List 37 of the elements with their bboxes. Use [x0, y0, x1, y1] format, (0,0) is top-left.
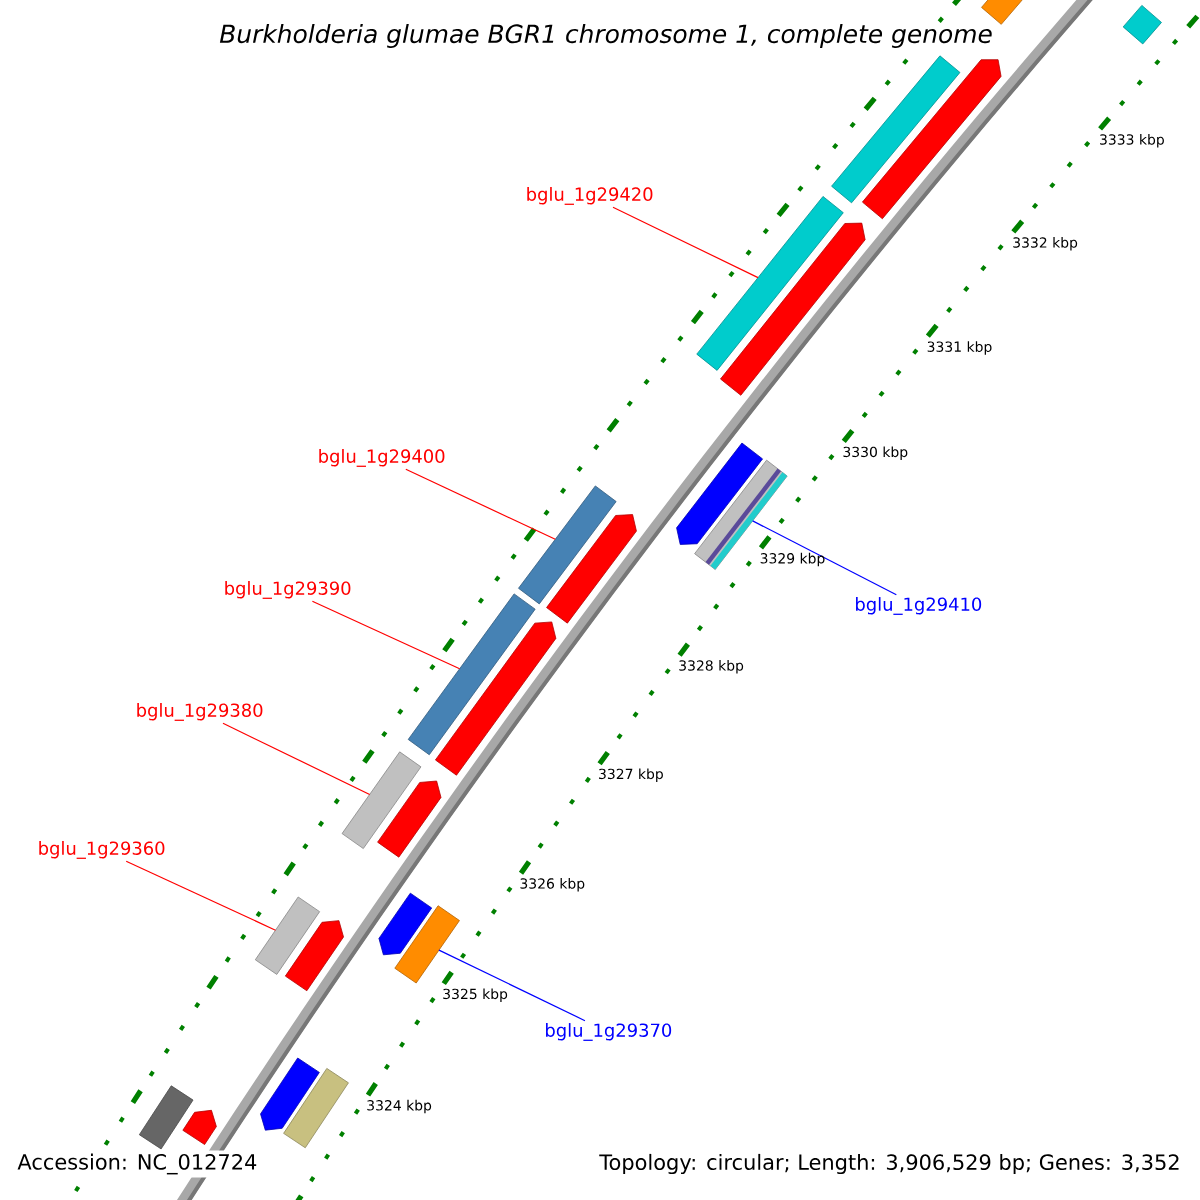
gene-feature — [377, 780, 442, 858]
gene-feature — [676, 442, 763, 545]
gene-label: bglu_1g29390 — [225, 581, 351, 599]
gene-bar — [394, 905, 460, 984]
gene-label: bglu_1g29370 — [546, 1023, 672, 1041]
gene-bar — [254, 896, 320, 975]
gene-bar — [407, 593, 536, 756]
leader-line — [311, 600, 461, 670]
genome-info-text: Topology: circular; Length: 3,906,529 bp; Genes: 3,352 — [596, 1150, 1184, 1178]
gene-feature — [720, 222, 866, 396]
leader-line — [222, 722, 371, 796]
gene-feature — [284, 920, 344, 992]
gene-feature — [546, 514, 637, 624]
gene-label: bglu_1g29360 — [39, 841, 165, 859]
gene-bar — [1122, 4, 1162, 45]
gene-label: bglu_1g29420 — [527, 187, 653, 205]
gene-bar — [283, 1068, 349, 1149]
gene-label: bglu_1g29410 — [856, 597, 982, 615]
gene-label: bglu_1g29400 — [319, 449, 445, 467]
accession-text: Accession: NC_012724 — [14, 1150, 261, 1178]
gene-bar — [341, 751, 422, 849]
leader-line — [612, 206, 759, 279]
gene-feature — [182, 1109, 217, 1145]
gene-bar — [518, 485, 617, 605]
gene-label: bglu_1g29380 — [137, 703, 263, 721]
gene-feature — [378, 892, 433, 956]
leader-line — [405, 468, 556, 540]
gene-bar — [831, 55, 961, 204]
gene-feature — [862, 59, 1002, 220]
gene-bar — [138, 1085, 194, 1150]
leader-line — [125, 860, 277, 931]
gene-bar — [696, 196, 844, 371]
title: Burkholderia glumae BGR1 chromosome 1, complete genome — [218, 22, 994, 50]
gene-feature — [260, 1057, 320, 1131]
leader-line — [438, 949, 586, 1022]
gene-feature — [435, 621, 557, 776]
leader-line — [752, 520, 897, 596]
